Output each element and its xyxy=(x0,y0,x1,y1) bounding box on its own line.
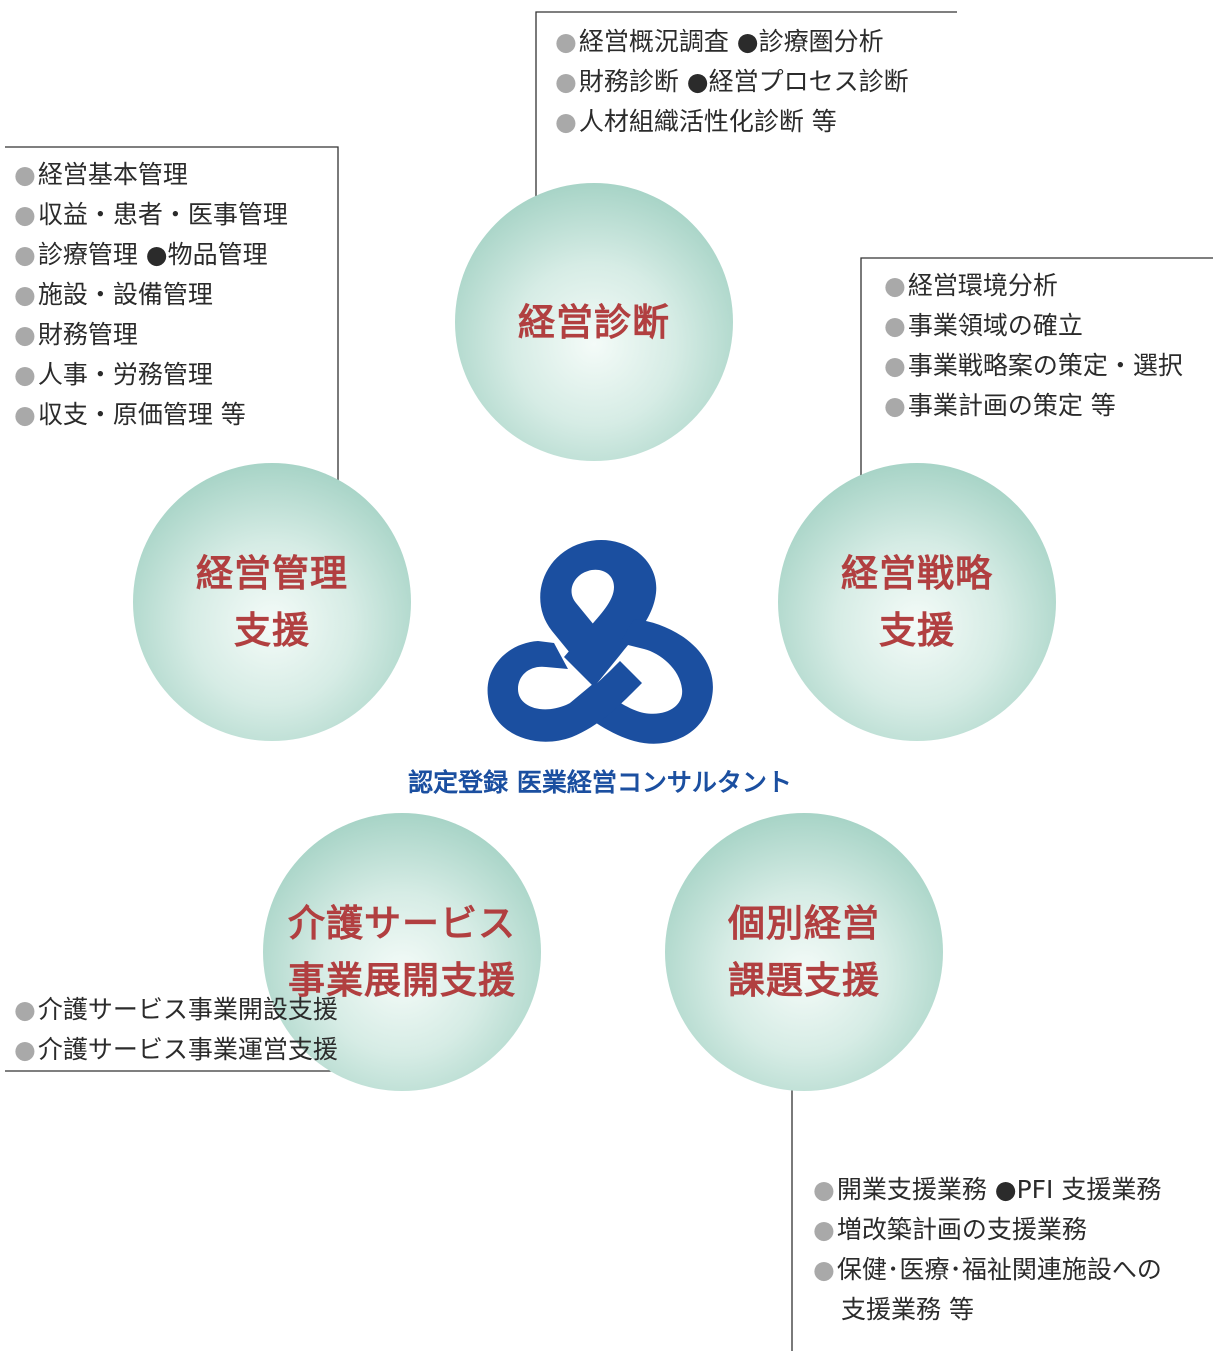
list-management: ●経営基本管理 ●収益・患者・医事管理 ●診療管理 ●物品管理 ●施設・設備管理… xyxy=(14,155,288,435)
connector-strategy xyxy=(860,257,1213,528)
list-care: ●介護サービス事業開設支援 ●介護サービス事業運営支援 xyxy=(14,990,338,1070)
bullet-icon: ● xyxy=(555,67,577,96)
node-individual-label: 個別経営 課題支援 xyxy=(728,902,880,1002)
list-item: ●介護サービス事業運営支援 xyxy=(14,1035,338,1064)
node-diagnosis-label: 経営診断 xyxy=(518,300,670,344)
list-item: ●事業領域の確立 xyxy=(884,311,1083,340)
list-item: ●施設・設備管理 xyxy=(14,280,213,309)
list-item: ●財務管理 xyxy=(14,320,138,349)
list-item: ●財務診断 ●経営プロセス診断 xyxy=(555,67,909,96)
bullet-icon: ● xyxy=(14,200,36,229)
connector-management xyxy=(5,146,339,530)
node-management-label: 経営管理 支援 xyxy=(196,552,348,652)
bullet-icon: ● xyxy=(14,360,36,389)
bullet-icon: ● xyxy=(884,311,906,340)
node-individual: 個別経営 課題支援 xyxy=(665,813,943,1091)
bullet-icon: ● xyxy=(14,400,36,429)
list-item: ●経営基本管理 xyxy=(14,160,188,189)
bullet-icon: ● xyxy=(555,27,577,56)
bullet-icon: ● xyxy=(555,107,577,136)
node-strategy: 経営戦略 支援 xyxy=(778,463,1056,741)
node-care-label: 介護サービス 事業展開支援 xyxy=(288,902,516,1002)
list-item: ●事業戦略案の策定・選択 xyxy=(884,351,1183,380)
bullet-icon: ● xyxy=(813,1215,835,1244)
logo-caption: 認定登録 医業経営コンサルタント xyxy=(408,768,792,797)
bullet-icon: ● xyxy=(14,320,36,349)
bullet-icon: ● xyxy=(14,995,36,1024)
bullet-icon: ● xyxy=(813,1255,835,1284)
list-item: ●事業計画の策定 等 xyxy=(884,391,1116,420)
bullet-icon: ● xyxy=(14,240,36,269)
list-item: ●介護サービス事業開設支援 xyxy=(14,995,338,1024)
ribbon-logo-icon xyxy=(487,540,713,744)
bullet-icon: ● xyxy=(14,1035,36,1064)
bullet-icon: ● xyxy=(14,160,36,189)
list-item: ●収益・患者・医事管理 xyxy=(14,200,288,229)
bullet-icon: ● xyxy=(884,351,906,380)
node-strategy-label: 経営戦略 支援 xyxy=(841,552,993,652)
connector-diagnosis xyxy=(535,11,957,238)
node-care: 介護サービス 事業展開支援 xyxy=(263,813,541,1091)
list-item: ●収支・原価管理 等 xyxy=(14,400,246,429)
list-item: ●増改築計画の支援業務 xyxy=(813,1215,1087,1244)
list-item: ●人材組織活性化診断 等 xyxy=(555,107,837,136)
list-item: ●診療管理 ●物品管理 xyxy=(14,240,268,269)
bullet-icon: ● xyxy=(14,280,36,309)
list-item: ●開業支援業務 ●PFI 支援業務 xyxy=(813,1175,1162,1204)
list-item: ●人事・労務管理 xyxy=(14,360,213,389)
list-item: ●経営概況調査 ●診療圏分析 xyxy=(555,27,884,56)
list-item: ●保健･医療･福祉関連施設への xyxy=(813,1255,1162,1284)
bullet-icon: ● xyxy=(884,391,906,420)
node-management: 経営管理 支援 xyxy=(133,463,411,741)
bullet-icon: ● xyxy=(813,1175,835,1204)
node-diagnosis: 経営診断 xyxy=(455,183,733,461)
list-diagnosis: ●経営概況調査 ●診療圏分析 ●財務診断 ●経営プロセス診断 ●人材組織活性化診… xyxy=(555,22,909,142)
list-item: ●経営環境分析 xyxy=(884,271,1058,300)
list-individual: ●開業支援業務 ●PFI 支援業務 ●増改築計画の支援業務 ●保健･医療･福祉関… xyxy=(813,1170,1162,1330)
list-item-continuation: 支援業務 等 xyxy=(841,1295,974,1324)
list-strategy: ●経営環境分析 ●事業領域の確立 ●事業戦略案の策定・選択 ●事業計画の策定 等 xyxy=(884,266,1183,426)
bullet-icon: ● xyxy=(884,271,906,300)
